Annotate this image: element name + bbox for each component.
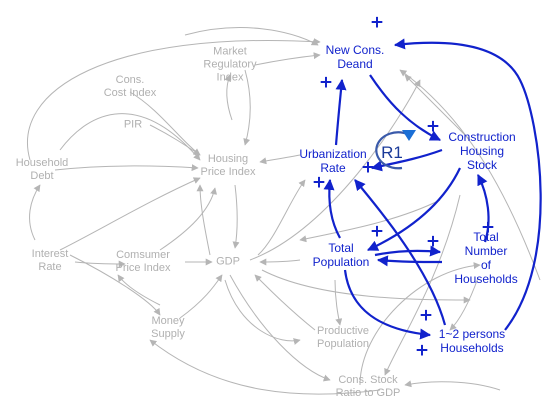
link-gray	[29, 184, 41, 241]
node-consumer-price-index: Comsumer Price Index	[115, 249, 171, 274]
node-urbanization-rate: Urbanization Rate	[299, 147, 367, 175]
node-housing-price-index: Housing Price Index	[200, 153, 256, 178]
polarity-plus: +	[418, 305, 434, 326]
polarity-plus: +	[318, 72, 334, 93]
node-interest-rate: Interest Rate	[31, 248, 69, 273]
link-gray	[159, 187, 218, 251]
polarity-plus: +	[311, 172, 327, 193]
polarity-plus: +	[414, 340, 430, 361]
link-small-households-to-urbanization	[354, 179, 447, 326]
link-gray	[69, 254, 161, 316]
link-gray	[59, 177, 201, 251]
link-gray	[74, 260, 126, 268]
link-stock-to-urbanization	[370, 148, 443, 172]
link-gray	[249, 79, 421, 261]
link-gray	[196, 184, 211, 256]
link-stock-to-population	[367, 167, 461, 251]
node-productive-population: Productive Population	[317, 325, 369, 350]
link-gray	[261, 269, 471, 304]
node-cons-stock-ratio-to-gdp: Cons. Stock Ratio to GDP	[335, 374, 401, 399]
link-gray	[149, 339, 381, 395]
link-gray	[149, 124, 201, 156]
node-construction-housing-stock: Construction Housing Stock	[448, 130, 516, 172]
node-new-cons-demand: New Cons. Deand	[325, 43, 385, 71]
link-gray	[184, 27, 319, 46]
link-gray	[229, 274, 331, 382]
link-urbanization-to-new-demand	[334, 78, 347, 146]
node-cons-cost-index: Cons. Cost Index	[103, 74, 157, 99]
link-gray	[117, 274, 161, 306]
link-gray	[404, 380, 501, 391]
link-gray	[449, 277, 479, 331]
node-market-regulatory-index: Market Regulatory Index	[203, 45, 257, 84]
link-gray	[59, 113, 201, 161]
polarity-plus: +	[425, 231, 441, 252]
link-gray	[359, 262, 481, 386]
node-pir: PIR	[123, 118, 143, 131]
link-small-households-to-new-demand	[393, 38, 542, 331]
polarity-plus: +	[480, 217, 496, 238]
polarity-plus: +	[369, 12, 385, 33]
link-population-to-small-households	[343, 269, 432, 340]
link-gray	[334, 279, 343, 326]
link-gray	[27, 38, 321, 161]
link-gray	[232, 184, 240, 249]
link-gray	[243, 69, 251, 146]
link-gray	[254, 274, 316, 331]
link-gray	[259, 258, 301, 266]
node-one-two-person-households: 1~2 persons Households	[438, 327, 506, 355]
link-households-to-stock	[477, 174, 490, 243]
link-gray	[404, 74, 471, 141]
polarity-plus: +	[360, 157, 376, 178]
loop-label-r1: R1	[381, 143, 403, 162]
link-gray	[54, 164, 199, 172]
polarity-plus: +	[369, 221, 385, 242]
node-money-supply: Money Supply	[151, 315, 185, 340]
link-gray	[399, 69, 541, 281]
link-new-demand-to-stock	[369, 74, 441, 141]
link-population-to-urbanization	[323, 178, 341, 239]
loop-arrowhead	[402, 130, 416, 141]
link-gray	[259, 154, 301, 165]
link-households-to-population	[376, 255, 443, 267]
node-total-number-of-households: Total Number of Households	[454, 230, 518, 286]
loop-arrow	[375, 131, 411, 170]
node-total-population: Total Population	[312, 241, 370, 269]
link-gray	[224, 279, 301, 345]
link-gray	[299, 199, 441, 243]
link-gray	[254, 52, 321, 66]
link-gray	[179, 274, 223, 319]
node-gdp: GDP	[216, 255, 240, 268]
polarity-plus: +	[425, 116, 441, 137]
node-household-debt: Household Debt	[15, 157, 69, 182]
link-gray	[384, 194, 461, 376]
link-gray	[257, 179, 306, 256]
link-gray	[224, 74, 233, 121]
